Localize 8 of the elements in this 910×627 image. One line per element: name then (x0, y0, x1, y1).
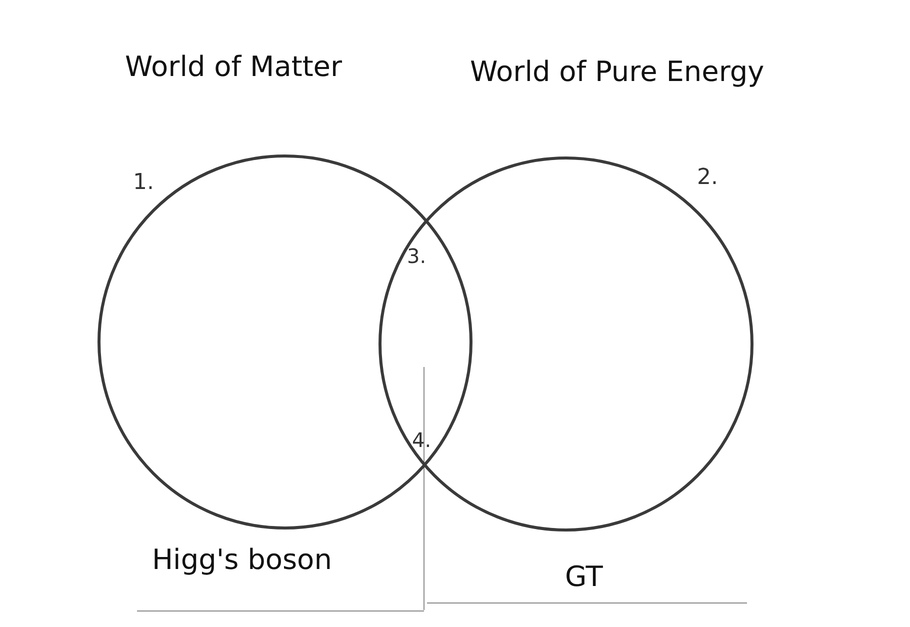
callout-number: 2. (697, 165, 718, 190)
callout-number: 1. (133, 170, 154, 195)
circle-heading: World of Pure Energy (470, 55, 764, 88)
answer-text: Higg's boson (152, 543, 332, 576)
callout-number: 3. (407, 244, 426, 268)
answer-text: GT (565, 560, 603, 593)
circle-heading: World of Matter (125, 50, 342, 83)
callout-number: 4. (412, 428, 432, 452)
